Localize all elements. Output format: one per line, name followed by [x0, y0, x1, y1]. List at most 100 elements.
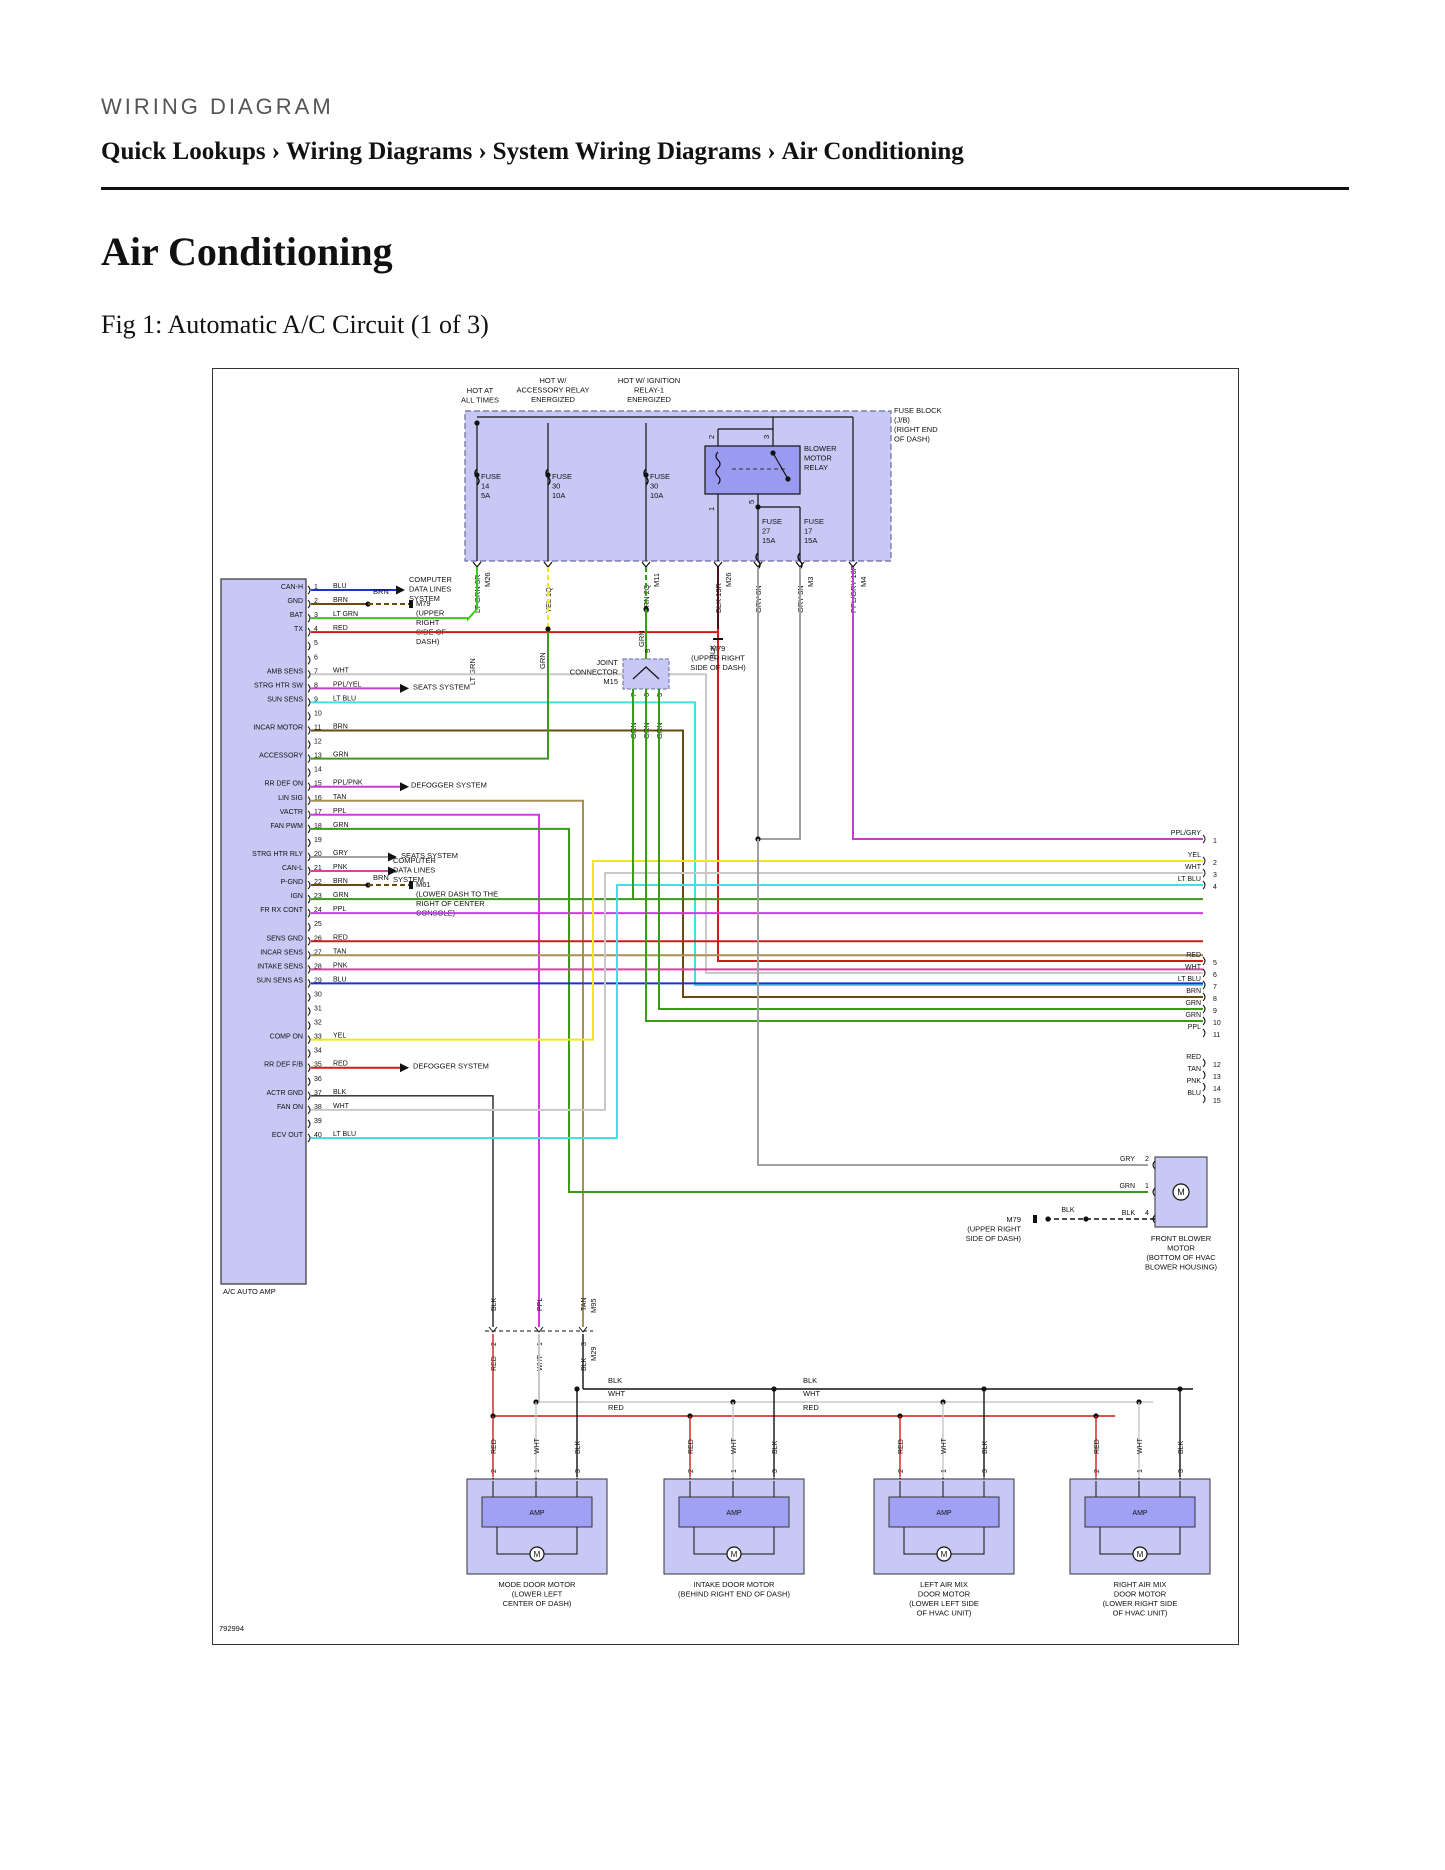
connector-icon: [641, 561, 651, 568]
right-pin-number: 2: [1213, 860, 1217, 867]
door-wire-label: BLK: [982, 1440, 989, 1454]
right-wire-label: GRN: [1185, 1012, 1201, 1019]
pin-connector-icon: [1202, 1058, 1206, 1068]
breadcrumb-air-conditioning[interactable]: Air Conditioning: [781, 138, 964, 165]
arrow-right-icon: [400, 1063, 409, 1073]
label-m79-top: M79: [711, 644, 726, 653]
door-pin-number: 1: [941, 1469, 948, 1473]
breadcrumb-wiring-diagrams[interactable]: Wiring Diagrams: [286, 138, 473, 165]
arrow-right-icon: [400, 782, 409, 792]
wire-label: GRN: [637, 630, 646, 647]
wire-label: WHT: [537, 1354, 544, 1371]
wire-label: BRN: [373, 873, 389, 882]
bus-label: WHT: [803, 1389, 820, 1398]
module-pin-function: IGN: [291, 893, 303, 900]
wire-accessory: [311, 629, 549, 760]
door-motor-label: (LOWER LEFT: [512, 1590, 563, 1599]
module-pin-function: COMP ON: [270, 1034, 303, 1041]
right-pin-number: 13: [1213, 1074, 1221, 1081]
motor-symbol: M: [1137, 1550, 1144, 1559]
module-pin-number: 39: [314, 1118, 322, 1125]
door-pin-number: 2: [491, 1469, 498, 1473]
fuse-icon: [797, 552, 803, 570]
module-pin-function: ECV OUT: [272, 1132, 304, 1139]
right-pin-number: 7: [1213, 984, 1217, 991]
pin-connector-icon: [1202, 968, 1206, 978]
connector-pin-number: 3: [581, 1342, 588, 1346]
wire-gry-8n: [757, 567, 801, 840]
header-divider: [101, 187, 1349, 190]
pin-connector-icon: [307, 922, 311, 932]
pin-connector-icon: [307, 1105, 311, 1115]
pin-connector-icon: [1202, 992, 1206, 1002]
right-wire-label: RED: [1186, 952, 1201, 959]
module-wire-label: PPL/PNK: [333, 780, 363, 787]
door-motor-label: INTAKE DOOR MOTOR: [694, 1580, 776, 1589]
door-motor-label: CENTER OF DASH): [503, 1599, 572, 1608]
module-pin-function: FAN PWM: [270, 823, 303, 830]
fuse-label: 17: [804, 527, 812, 536]
door-wire-label: BLK: [772, 1440, 779, 1454]
label-m79-blower: SIDE OF DASH): [966, 1234, 1022, 1243]
fuse-label: FUSE: [804, 517, 824, 526]
amp-label: AMP: [1132, 1510, 1148, 1517]
module-wire-label: RED: [333, 1061, 348, 1068]
door-pin-number: 2: [1094, 1469, 1101, 1473]
door-wire-label: BLK: [1178, 1440, 1185, 1454]
label-m79-upper: M79: [416, 599, 431, 608]
module-wire-label: BRN: [333, 724, 348, 731]
right-wire-label: PNK: [1187, 1078, 1202, 1085]
motor-symbol: M: [1177, 1187, 1185, 1197]
wire-jc-5: [658, 689, 1203, 1010]
module-pin-function: GND: [287, 598, 303, 605]
label-m79-upper: DASH): [416, 637, 440, 646]
right-pin-number: 9: [1213, 1008, 1217, 1015]
module-wire-label: LT BLU: [333, 695, 356, 702]
door-pin-number: 2: [898, 1469, 905, 1473]
label-m61: (LOWER DASH TO THE: [416, 890, 498, 899]
right-pin-number: 3: [1213, 872, 1217, 879]
pin-connector-icon: [307, 1133, 311, 1143]
right-pin-number: 10: [1213, 1020, 1221, 1027]
wire-label: BRN: [373, 587, 389, 596]
ground-icon: [409, 881, 413, 890]
door-motor-amp: [888, 1496, 1000, 1528]
breadcrumb-quick-lookups[interactable]: Quick Lookups: [101, 138, 266, 165]
module-wire-label: GRN: [333, 752, 349, 759]
module-pin-number: 19: [314, 837, 322, 844]
module-pin-function: INCAR SENS: [260, 949, 303, 956]
pin-connector-icon: [1202, 834, 1206, 844]
pin-connector-icon: [307, 1119, 311, 1129]
connector-icon: [543, 561, 553, 568]
module-pin-number: 6: [314, 654, 318, 661]
module-pin-number: 20: [314, 851, 322, 858]
relay-pin-label: 3: [762, 435, 771, 439]
module-pin-function: SENS GND: [266, 935, 303, 942]
fuse-label: FUSE: [650, 472, 670, 481]
module-pin-function: LIN SIG: [278, 795, 303, 802]
jb-connector-label: M26: [724, 572, 733, 587]
pin-connector-icon: [307, 796, 311, 806]
module-wire-label: RED: [333, 934, 348, 941]
section-label: WIRING DIAGRAM: [101, 94, 334, 119]
pin-connector-icon: [307, 641, 311, 651]
pin-connector-icon: [307, 936, 311, 946]
bus-label: WHT: [608, 1389, 625, 1398]
label-hot-at-all-times: HOT AT: [467, 386, 494, 395]
relay-pin-label: 5: [747, 500, 756, 504]
breadcrumb-system-wiring-diagrams[interactable]: System Wiring Diagrams: [492, 138, 762, 165]
door-pin-number: 3: [1178, 1469, 1185, 1473]
label-computer-data-lines: DATA LINES: [409, 585, 451, 594]
module-wire-label: WHT: [333, 667, 350, 674]
fuse-label: FUSE: [762, 517, 782, 526]
motor-icon: [529, 1546, 545, 1562]
fuse-label: FUSE: [481, 472, 501, 481]
pin-connector-icon: [307, 838, 311, 848]
label-seats-system: SEATS SYSTEM: [401, 851, 458, 860]
module-pin-number: 9: [314, 696, 318, 703]
pin-connector-icon: [307, 782, 311, 792]
wire-fan-pwm: [311, 827, 1148, 1193]
label-hot-accessory: HOT W/: [540, 376, 568, 385]
door-wire-label: WHT: [731, 1437, 738, 1454]
